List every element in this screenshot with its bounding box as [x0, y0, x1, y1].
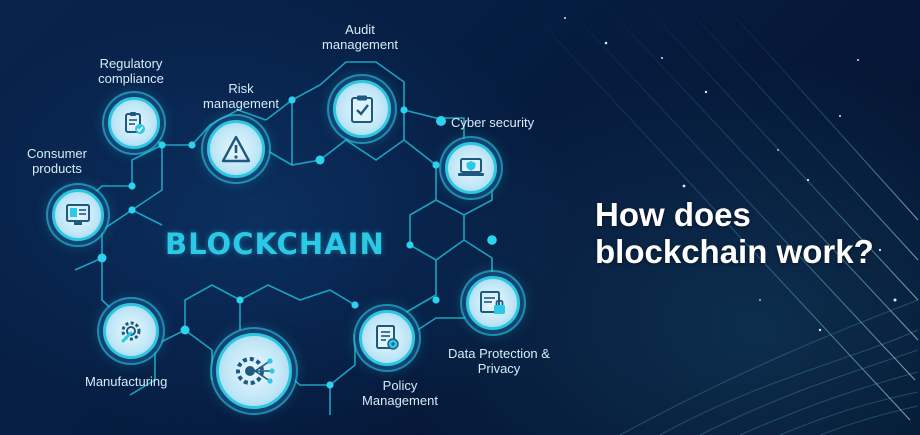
- light-streaks: [519, 0, 919, 435]
- label-regulatory-compliance: Regulatory compliance: [98, 56, 164, 86]
- label-manufacturing: Manufacturing: [85, 374, 168, 389]
- node-data-protection: [466, 276, 520, 330]
- label-audit-management: Audit management: [322, 22, 398, 52]
- node-risk-management: [207, 120, 265, 178]
- label-consumer-products: Consumer products: [27, 146, 87, 176]
- clipboard-check-icon: [125, 112, 145, 134]
- star-dots: [564, 17, 897, 332]
- label-data-protection: Data Protection & Privacy: [448, 346, 550, 376]
- node-audit-management: [333, 80, 391, 138]
- warning-icon: [221, 135, 251, 163]
- label-cyber-security: Cyber security: [451, 115, 535, 130]
- node-regulatory-compliance: [108, 97, 160, 149]
- node-policy-management: [359, 310, 415, 366]
- label-policy-management: Policy Management: [362, 378, 438, 408]
- center-title: BLOCKCHAIN: [165, 227, 385, 261]
- data-lock-icon: [480, 291, 505, 314]
- policy-document-icon: [376, 325, 399, 350]
- checklist-icon: [351, 95, 373, 123]
- product-screen-icon: [66, 204, 90, 225]
- node-center-bottom: [216, 333, 292, 409]
- headline-line-2: blockchain work?: [595, 233, 874, 270]
- laptop-shield-icon: [458, 158, 484, 176]
- gear-wrench-icon: [121, 321, 141, 343]
- node-manufacturing: [103, 303, 159, 359]
- node-consumer-products: [52, 189, 104, 241]
- headline-line-1: How does: [595, 196, 751, 233]
- gear-network-icon: [236, 357, 275, 385]
- label-risk-management: Risk management: [203, 81, 279, 111]
- headline: How does blockchain work?: [595, 196, 874, 270]
- node-cyber-security: [445, 142, 497, 194]
